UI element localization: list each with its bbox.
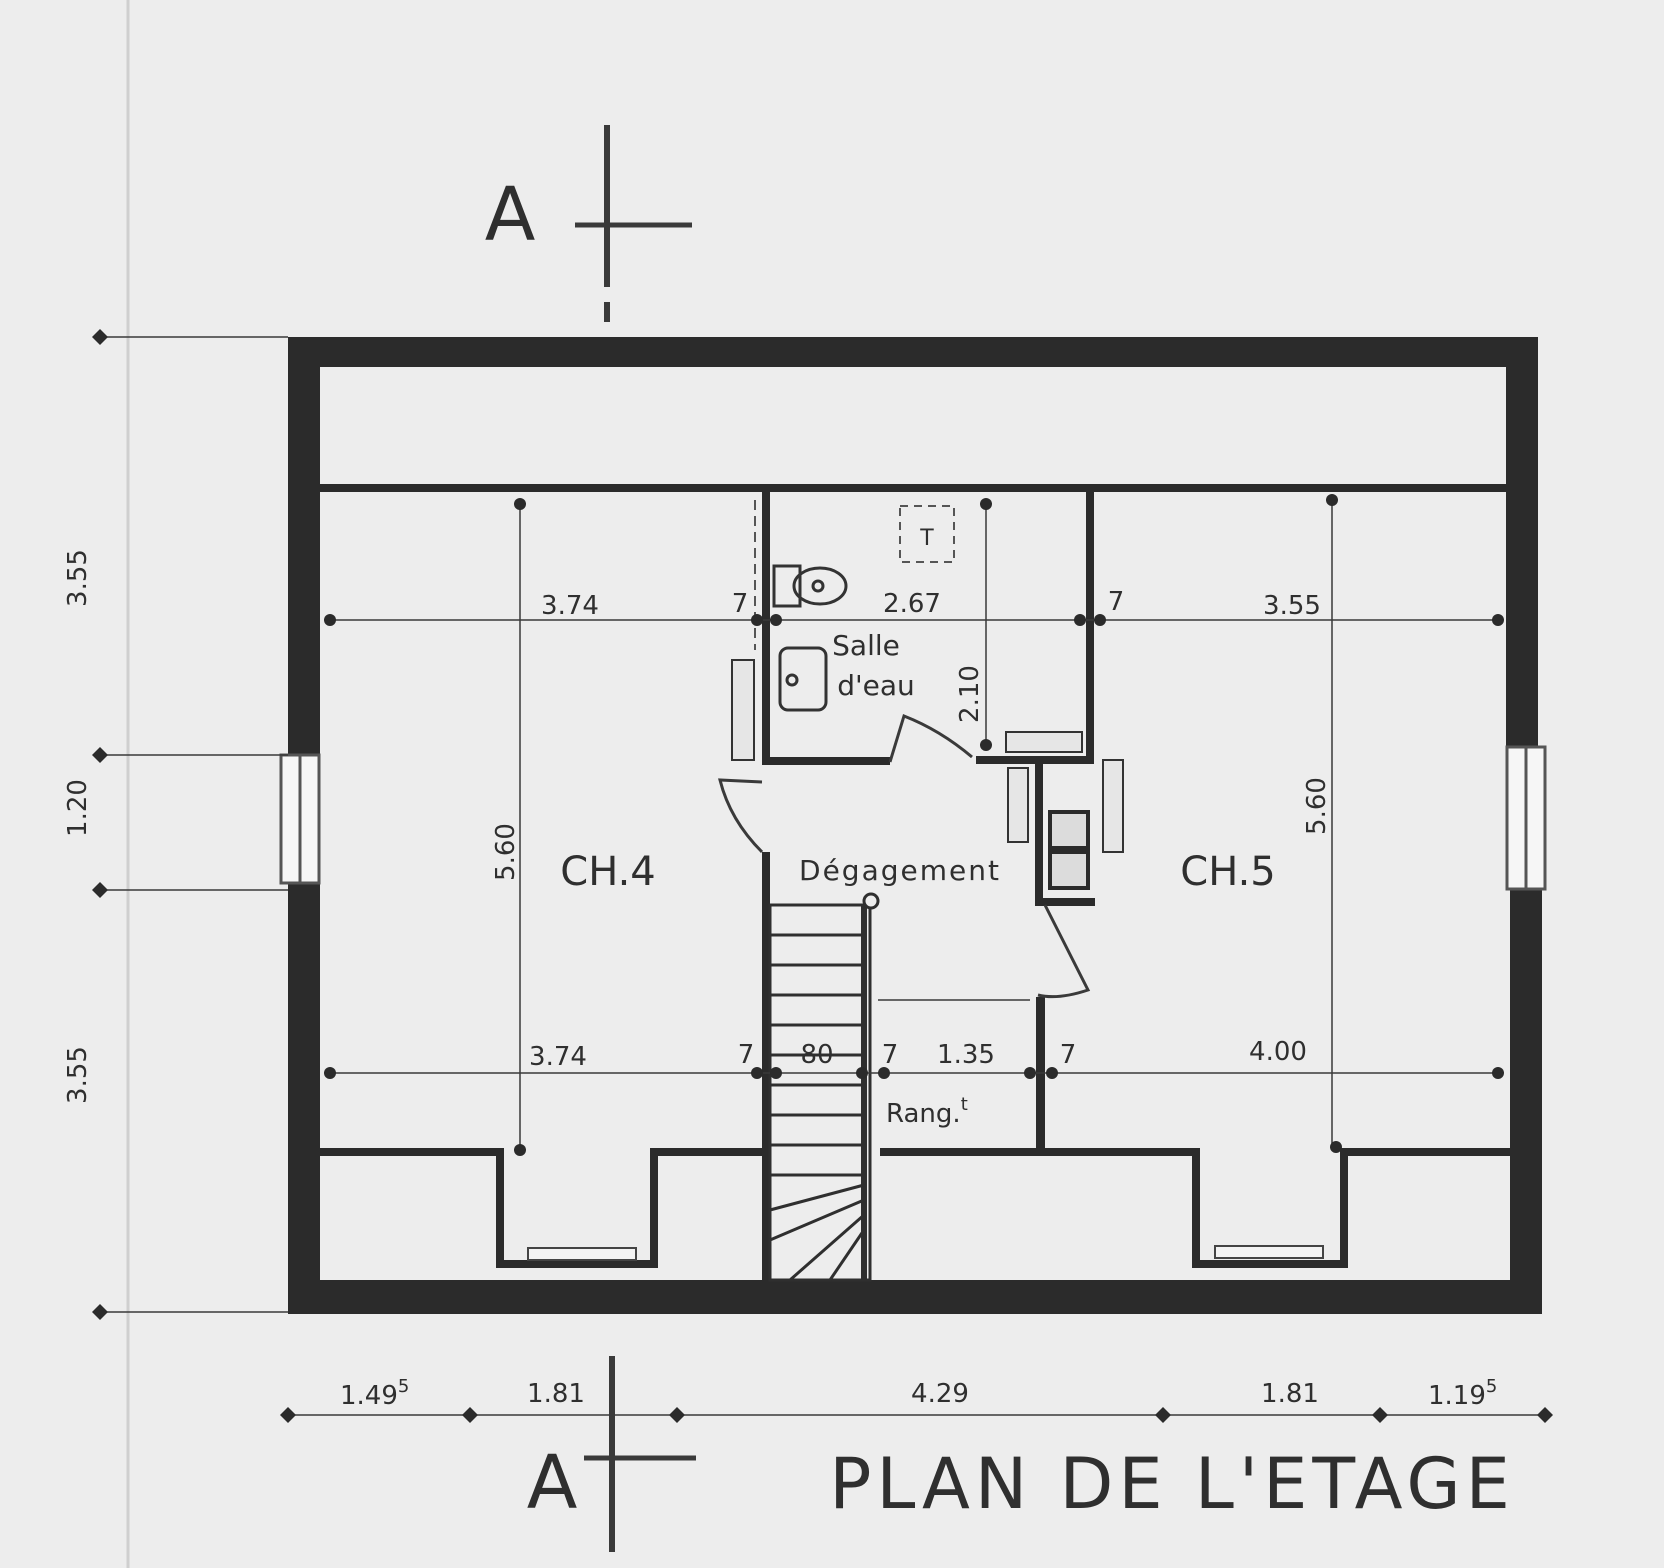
staircase [768, 892, 880, 1282]
wall-salle-bottom [762, 757, 890, 765]
window-right [1505, 745, 1547, 891]
section-marker-bottom-label: A [527, 1440, 578, 1526]
dim-lower-wall-a: 7 [738, 1040, 755, 1070]
wall-right-upper [1506, 337, 1538, 747]
dim-bottom-3: 4.29 [911, 1379, 969, 1409]
wall-ch5-alcove-left [1192, 1148, 1200, 1268]
wall-ch4-alcove-right [650, 1148, 658, 1268]
door-salle [888, 714, 973, 763]
dimension-markers [92, 329, 1553, 1423]
wall-bottom [288, 1280, 1541, 1314]
toilet-symbol: T [919, 526, 934, 551]
wall-ch5-bottom-right [1340, 1148, 1510, 1156]
dim-vertical-salle: 2.10 [955, 665, 985, 723]
dim-bottom-4: 1.81 [1261, 1379, 1319, 1409]
wall-ch4-bottom-right [650, 1148, 766, 1156]
dim-bottom-5-sup: 5 [1486, 1376, 1497, 1397]
plan-title: PLAN DE L'ETAGE [829, 1443, 1515, 1525]
dim-upper-salle: 2.67 [883, 589, 941, 619]
dim-left-top: 3.55 [63, 549, 93, 607]
dim-upper-ch5: 3.55 [1263, 591, 1321, 621]
wall-ch4-bottom [320, 1148, 500, 1156]
wall-ch5-alcove-right [1340, 1148, 1348, 1268]
wall-rang-right [1036, 997, 1045, 1151]
wall-ch4-alcove-left [496, 1148, 504, 1268]
window-ch5-alcove [1214, 1245, 1324, 1259]
dim-lower-ch4: 3.74 [529, 1042, 587, 1072]
dim-vertical-ch5: 5.60 [1302, 777, 1332, 835]
wall-salle-bottom-right [976, 756, 1086, 764]
door-ch5 [1037, 904, 1091, 999]
dim-lower-wall-b: 7 [882, 1040, 899, 1070]
room-label-rangement-sup: t [961, 1094, 968, 1115]
wall-salle-left [762, 490, 770, 760]
dim-left-middle: 1.20 [63, 779, 93, 837]
bidet-icon [772, 564, 848, 608]
wall-ch5-alcove-floor [1192, 1260, 1348, 1268]
window-ch4-alcove [527, 1247, 637, 1261]
section-marker-bottom: A [527, 1356, 696, 1552]
dim-bottom-1-value: 1.49 [340, 1381, 398, 1411]
room-label-degagement: Dégagement [799, 854, 1001, 887]
outer-walls [288, 337, 1542, 1314]
wall-left-lower [288, 882, 320, 1314]
window-left [279, 753, 321, 885]
dim-bottom-5: 1.195 [1428, 1376, 1497, 1411]
dim-bottom-2: 1.81 [527, 1379, 585, 1409]
wall-right-lower [1510, 890, 1542, 1314]
wall-rang-bottom [880, 1148, 1196, 1156]
wall-top [288, 337, 1538, 367]
wall-attic-line [320, 484, 1508, 492]
section-marker-top: A [485, 125, 692, 322]
dim-upper-ch4: 3.74 [541, 591, 599, 621]
wall-ch4-alcove-floor [496, 1260, 658, 1268]
dims-bottom: 1.495 1.81 4.29 1.81 1.195 [340, 1376, 1497, 1411]
door-ch4 [718, 778, 764, 854]
dim-bottom-1: 1.495 [340, 1376, 409, 1411]
dim-lower-wall-c: 7 [1060, 1040, 1077, 1070]
room-label-salle-line1: Salle [832, 629, 900, 662]
radiators [731, 659, 1124, 853]
dim-bottom-5-value: 1.19 [1428, 1381, 1486, 1411]
dim-upper-wall-b: 7 [1108, 587, 1125, 617]
room-label-rangement: Rang.t [886, 1094, 968, 1129]
dim-upper-wall-a: 7 [732, 589, 749, 619]
dims-lower-row: 3.74 7 80 7 1.35 7 4.00 [529, 1037, 1307, 1072]
toilet-icon: T [899, 505, 955, 563]
dim-lower-rang: 1.35 [937, 1040, 995, 1070]
wall-salle-right [1086, 490, 1094, 764]
interior-walls [320, 484, 1510, 1284]
ventilation-ducts [1048, 810, 1090, 890]
dims-upper-row: 3.74 7 2.67 7 3.55 [541, 587, 1321, 621]
dim-bottom-1-sup: 5 [398, 1376, 409, 1397]
wall-duct-bottom [1035, 898, 1095, 906]
dim-left-bottom: 3.55 [63, 1046, 93, 1104]
wall-left-upper [288, 337, 320, 757]
section-marker-top-label: A [485, 172, 536, 258]
room-label-rangement-main: Rang. [886, 1099, 961, 1129]
washbasin-icon [778, 646, 828, 712]
wall-duct-left [1035, 756, 1043, 906]
dim-lower-ch5: 4.00 [1249, 1037, 1307, 1067]
dim-vertical-ch4: 5.60 [491, 823, 521, 881]
wall-stair-left [762, 852, 770, 1284]
room-label-ch4: CH.4 [560, 849, 655, 895]
dimension-lines [100, 336, 1545, 1416]
room-label-ch5: CH.5 [1180, 849, 1275, 895]
dim-lower-stair: 80 [800, 1040, 833, 1070]
room-label-salle-line2: d'eau [837, 669, 915, 702]
